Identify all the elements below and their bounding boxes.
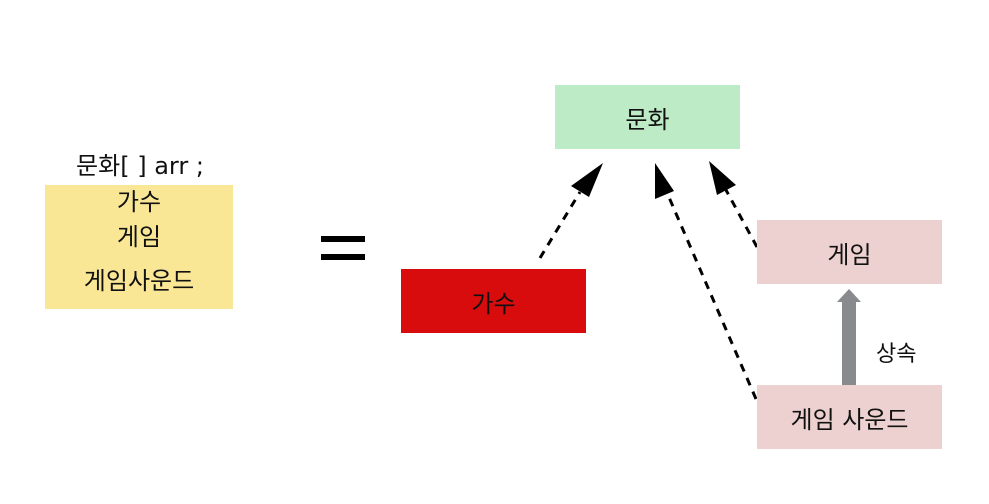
inheritance-label: 상속	[876, 342, 917, 367]
node-singer: 가수	[401, 269, 586, 333]
array-item-game-sound: 게임사운드	[83, 267, 195, 295]
arrow-head	[837, 289, 861, 302]
arrow-line	[724, 189, 759, 248]
node-game-sound-label: 게임 사운드	[790, 405, 909, 434]
arrow-inherit-sound-to-game	[837, 289, 861, 385]
array-box: 가수 게임 게임사운드	[45, 185, 233, 309]
arrow-head	[655, 163, 674, 199]
arrow-line	[538, 191, 582, 259]
arrow-head	[709, 161, 736, 195]
equals-bar-bottom	[321, 254, 365, 260]
node-singer-label: 가수	[471, 289, 516, 318]
node-game-label: 게임	[827, 240, 872, 269]
node-culture-label: 문화	[625, 105, 670, 134]
arrow-shaft	[842, 300, 856, 385]
equals-bar-top	[321, 236, 365, 242]
node-culture: 문화	[555, 85, 740, 149]
array-item-singer: 가수	[116, 188, 162, 216]
arrow-head	[571, 163, 603, 197]
node-game: 게임	[757, 220, 942, 284]
arrow-singer-to-culture	[538, 163, 603, 259]
equals-sign	[315, 215, 370, 275]
arrow-game-sound-to-culture	[655, 163, 758, 400]
array-item-game: 게임	[116, 223, 162, 251]
arrow-game-to-culture	[709, 161, 759, 248]
array-declaration: 문화[ ] arr ;	[76, 152, 204, 180]
node-game-sound: 게임 사운드	[757, 385, 942, 449]
